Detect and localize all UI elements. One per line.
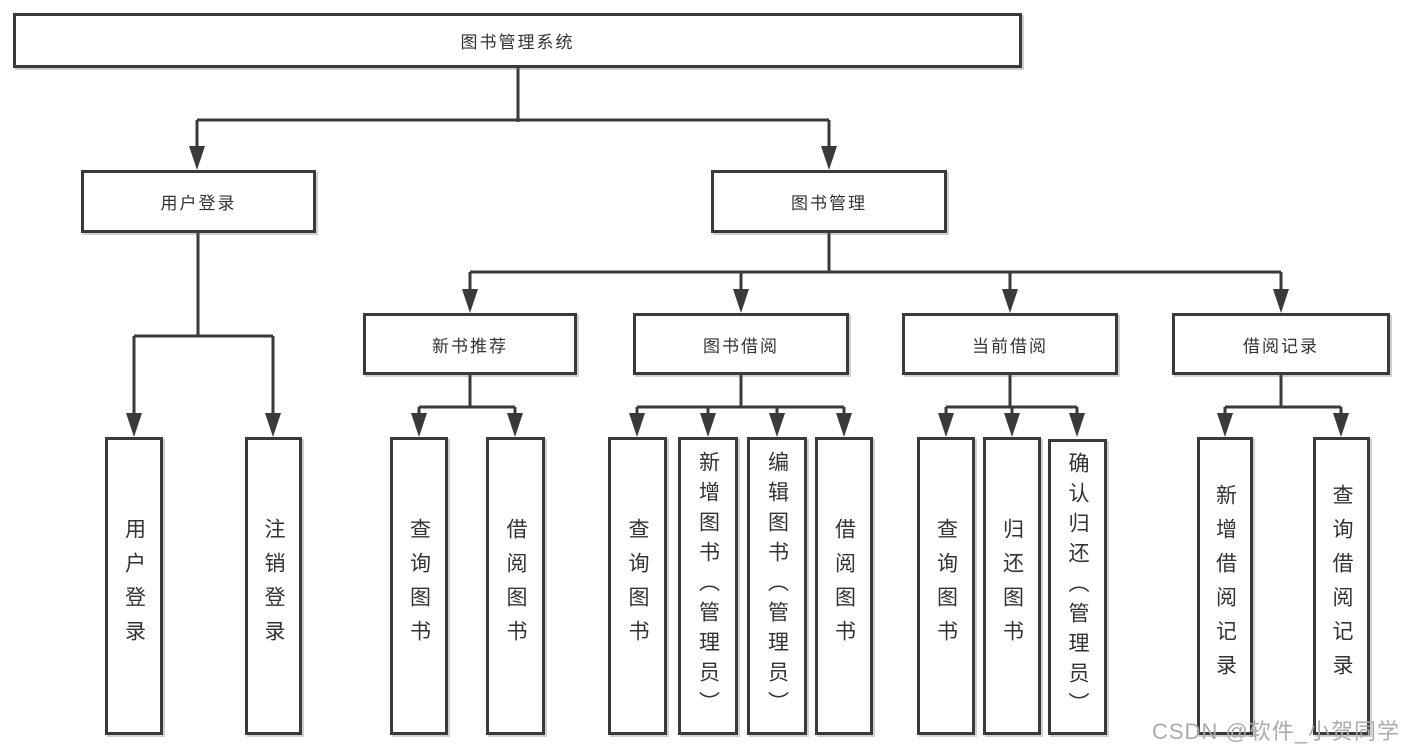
leaf-node-current-return-books: 归还图书 <box>983 437 1041 735</box>
section-node-label: 图书借阅 <box>703 336 779 356</box>
section-node-label: 当前借阅 <box>972 336 1048 356</box>
watermark: CSDN @软件_小贺同学 <box>1152 719 1401 744</box>
section-node-label: 新书推荐 <box>432 336 508 356</box>
leaf-node-label: 新增图书（管理员） <box>696 451 720 721</box>
leaf-node-records-add-record: 新增借阅记录 <box>1197 437 1253 735</box>
branch-node-user-login: 用户登录 <box>81 170 316 233</box>
leaf-node-label: 确认归还（管理员） <box>1066 452 1089 722</box>
section-node-label: 借阅记录 <box>1243 336 1319 356</box>
leaf-node-logout: 注销登录 <box>245 437 302 735</box>
arrowhead-down-icon <box>769 413 785 437</box>
branch-node-book-management: 图书管理 <box>711 170 947 233</box>
leaf-node-borrow-query-books: 查询图书 <box>608 437 667 735</box>
branch-node-label: 用户登录 <box>160 194 237 213</box>
arrowhead-down-icon <box>1069 413 1085 437</box>
leaf-node-label: 查询图书 <box>934 518 958 654</box>
arrowhead-down-icon <box>462 289 478 313</box>
arrowhead-down-icon <box>189 146 205 170</box>
leaf-node-borrow-borrow-books: 借阅图书 <box>815 437 873 735</box>
leaf-node-current-confirm-return-admin: 确认归还（管理员） <box>1048 439 1107 735</box>
leaf-node-borrow-add-books-admin: 新增图书（管理员） <box>678 437 738 735</box>
arrowhead-down-icon <box>836 413 852 437</box>
leaf-node-user-login: 用户登录 <box>105 437 163 735</box>
leaf-node-label: 注销登录 <box>262 518 285 654</box>
arrowhead-down-icon <box>1217 413 1233 437</box>
section-node-current-borrowing: 当前借阅 <box>902 313 1118 375</box>
arrowhead-down-icon <box>265 413 281 437</box>
arrowhead-down-icon <box>700 413 716 437</box>
leaf-node-newbook-borrow-books: 借阅图书 <box>486 437 545 735</box>
leaf-node-label: 借阅图书 <box>832 518 856 654</box>
arrowhead-down-icon <box>1333 413 1349 437</box>
arrowhead-down-icon <box>1004 413 1020 437</box>
root-node-library-management-system: 图书管理系统 <box>13 13 1022 68</box>
root-node-label: 图书管理系统 <box>460 33 575 52</box>
leaf-node-newbook-query-books: 查询图书 <box>390 437 448 735</box>
leaf-node-borrow-edit-books-admin: 编辑图书（管理员） <box>747 437 807 735</box>
branch-node-label: 图书管理 <box>791 194 867 213</box>
arrowhead-down-icon <box>938 413 954 437</box>
leaf-node-label: 新增借阅记录 <box>1213 484 1237 688</box>
leaf-node-records-query-record: 查询借阅记录 <box>1313 437 1370 735</box>
leaf-node-label: 查询图书 <box>626 518 649 654</box>
arrowhead-down-icon <box>1002 289 1018 313</box>
leaf-node-label: 编辑图书（管理员） <box>765 451 789 721</box>
arrowhead-down-icon <box>629 413 645 437</box>
leaf-node-label: 用户登录 <box>122 518 146 654</box>
arrowhead-down-icon <box>733 289 749 313</box>
leaf-node-current-query-books: 查询图书 <box>917 437 975 735</box>
arrowhead-down-icon <box>1273 289 1289 313</box>
section-node-book-borrowing: 图书借阅 <box>633 313 849 375</box>
arrowhead-down-icon <box>507 413 523 437</box>
leaf-node-label: 借阅图书 <box>504 518 527 654</box>
arrowhead-down-icon <box>821 146 837 170</box>
leaf-node-label: 归还图书 <box>1000 518 1024 654</box>
section-node-new-book-recommend: 新书推荐 <box>363 313 577 375</box>
leaf-node-label: 查询借阅记录 <box>1330 484 1353 688</box>
arrowhead-down-icon <box>411 413 427 437</box>
section-node-borrow-records: 借阅记录 <box>1172 313 1390 375</box>
leaf-node-label: 查询图书 <box>407 518 431 654</box>
arrowhead-down-icon <box>126 413 142 437</box>
